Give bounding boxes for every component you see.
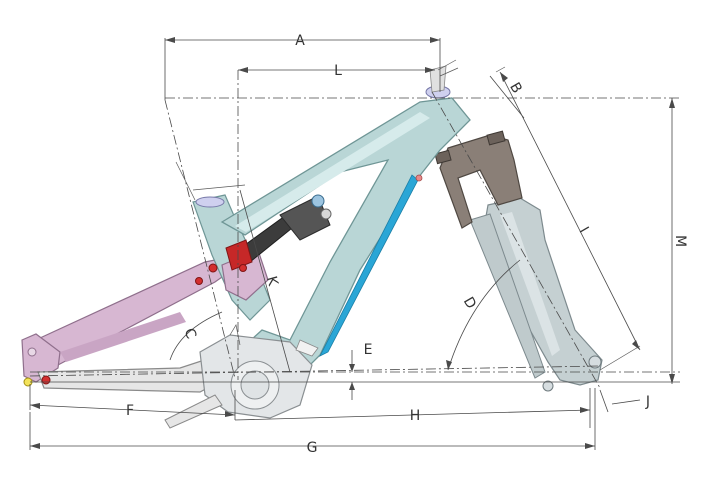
label-c: C bbox=[181, 326, 199, 341]
fork-upper bbox=[434, 130, 523, 229]
pivot-points bbox=[23, 174, 423, 387]
bike-frame-drawing bbox=[21, 59, 603, 429]
pivot-icon-upper bbox=[208, 263, 218, 273]
label-f: F bbox=[126, 403, 134, 419]
dimension-lines bbox=[29, 37, 680, 450]
label-e: E bbox=[364, 342, 373, 358]
rear-shock bbox=[225, 194, 332, 271]
pivot-icon-lower bbox=[195, 277, 203, 285]
label-m: M bbox=[672, 235, 688, 247]
fork-lower bbox=[469, 197, 603, 392]
label-g: G bbox=[307, 440, 318, 456]
motor-unit bbox=[164, 324, 319, 429]
label-j: J bbox=[645, 394, 650, 410]
label-a: A bbox=[295, 33, 305, 49]
pivot-icon-axle bbox=[41, 375, 51, 385]
label-i: I bbox=[576, 224, 592, 236]
label-b: B bbox=[506, 80, 525, 96]
label-h: H bbox=[410, 408, 421, 424]
main-frame bbox=[220, 59, 471, 376]
pivot-icon-link bbox=[239, 264, 247, 272]
label-l: L bbox=[334, 63, 342, 79]
